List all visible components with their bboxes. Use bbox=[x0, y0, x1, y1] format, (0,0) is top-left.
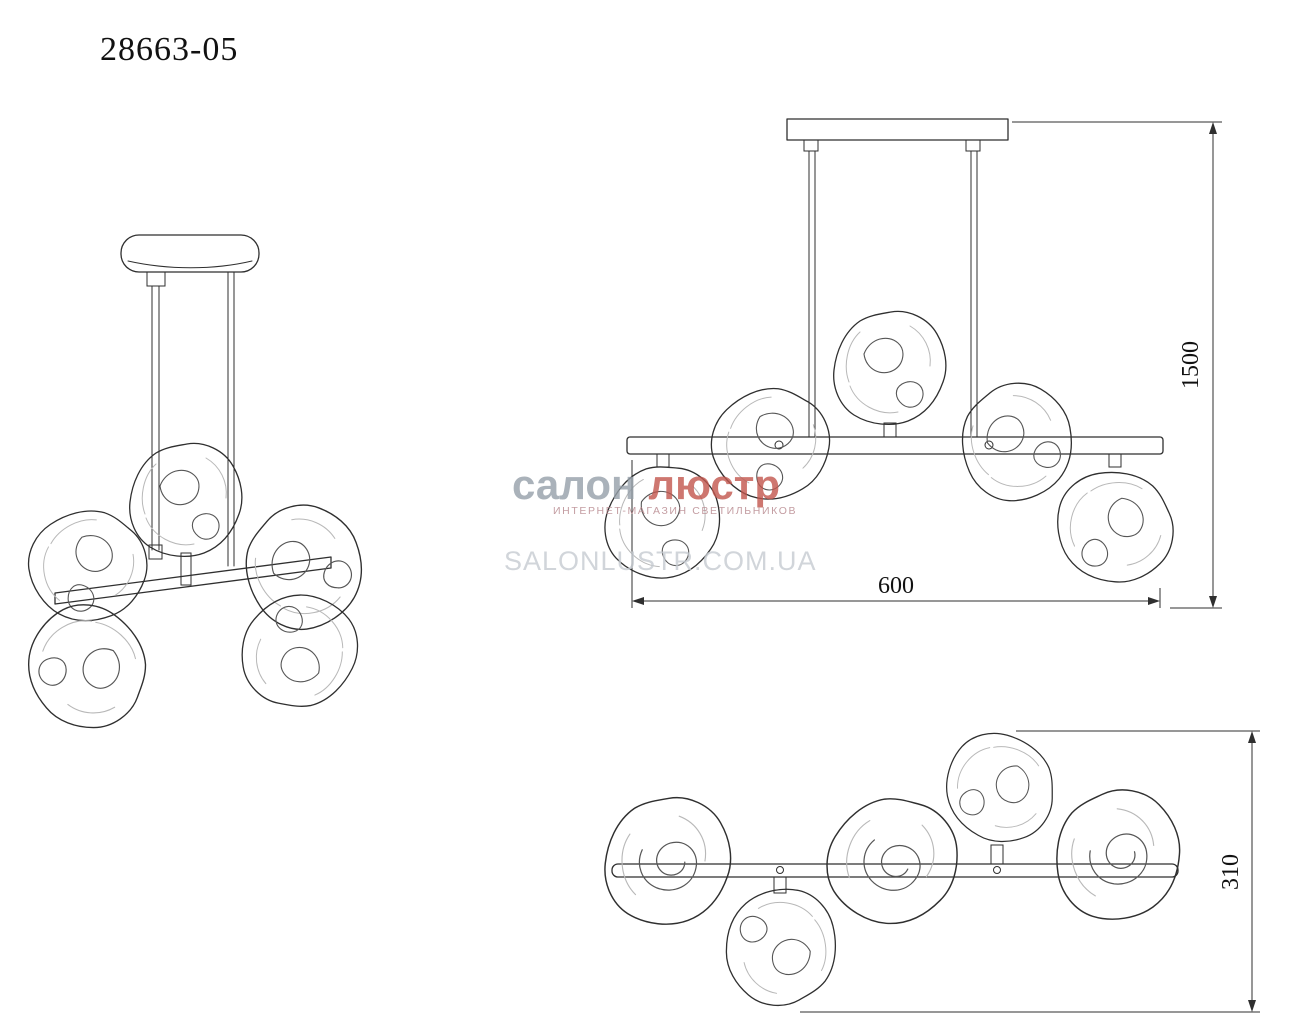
dimension-depth-label: 310 bbox=[1218, 854, 1244, 890]
front-view bbox=[593, 118, 1185, 597]
watermark-brand-word1: салон bbox=[512, 461, 636, 508]
ceiling-canopy bbox=[120, 234, 260, 287]
glass-globe bbox=[219, 483, 388, 652]
globe-stem bbox=[773, 876, 787, 894]
glass-globe bbox=[226, 578, 372, 725]
glass-globe bbox=[808, 776, 978, 946]
dimension-height-label: 1500 bbox=[1178, 341, 1204, 389]
side-view bbox=[5, 234, 388, 749]
dimension-height: 1500 bbox=[1012, 121, 1222, 609]
rod-fitting bbox=[803, 139, 819, 152]
suspension-rod bbox=[151, 285, 160, 551]
dimension-depth: 310 bbox=[800, 730, 1260, 1013]
glass-globe bbox=[604, 796, 732, 925]
watermark-site: SALONLUSTR.COM.UA bbox=[504, 546, 817, 576]
lamp-bar bbox=[626, 436, 1164, 455]
ceiling-plate bbox=[786, 118, 1009, 141]
glass-globe bbox=[833, 310, 947, 426]
glass-globe bbox=[708, 874, 854, 1020]
glass-globe bbox=[1039, 776, 1196, 934]
lamp-bar bbox=[54, 556, 332, 605]
top-view bbox=[604, 725, 1196, 1020]
glass-globe bbox=[939, 364, 1095, 520]
globe-stem bbox=[180, 552, 192, 586]
glass-globe bbox=[1045, 457, 1185, 597]
watermark: салон люстр ИНТЕРНЕТ-МАГАЗИН СВЕТИЛЬНИКОВ… bbox=[504, 461, 817, 576]
watermark-brand: салон люстр bbox=[512, 461, 780, 508]
suspension-rod bbox=[970, 150, 978, 438]
suspension-rod bbox=[227, 271, 235, 567]
canopy-socket bbox=[146, 271, 166, 287]
glass-globe bbox=[5, 585, 169, 749]
watermark-tagline: ИНТЕРНЕТ-МАГАЗИН СВЕТИЛЬНИКОВ bbox=[553, 505, 797, 517]
glass-globe bbox=[937, 725, 1063, 851]
bar-screw bbox=[774, 440, 784, 450]
bar-screw bbox=[984, 440, 994, 450]
dimension-width-label: 600 bbox=[878, 573, 914, 599]
model-number: 28663-05 bbox=[100, 31, 238, 68]
watermark-brand-word2: люстр bbox=[648, 461, 780, 508]
bar-screw bbox=[993, 866, 1001, 874]
bar-screw bbox=[776, 866, 784, 874]
dimension-width: 600 bbox=[631, 460, 1161, 608]
globe-stem bbox=[883, 422, 897, 438]
globe-stem bbox=[990, 844, 1004, 865]
glass-globe bbox=[129, 442, 243, 558]
rod-fitting bbox=[148, 544, 163, 560]
suspension-rod bbox=[808, 150, 816, 438]
globe-stem bbox=[1108, 453, 1122, 468]
rod-fitting bbox=[965, 139, 981, 152]
